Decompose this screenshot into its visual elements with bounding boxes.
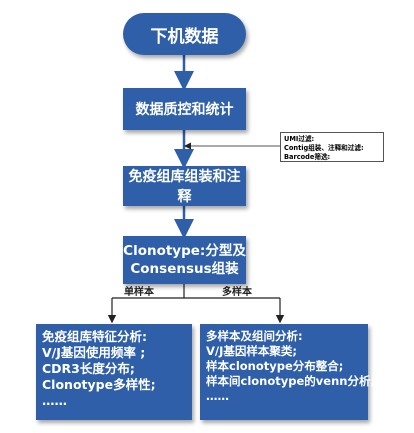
node-raw-data: 下机数据: [123, 13, 246, 55]
node-clonotype: Clonotype:分型及 Consensus组装: [123, 236, 246, 284]
node-assembly-annotation: 免疫组库组装和注释: [123, 166, 246, 206]
multi-box-line: 样本间clonotype的venn分析;: [206, 374, 376, 388]
node-qc-stats-label: 数据质控和统计: [135, 102, 234, 118]
note-line: Barcode筛选:: [284, 153, 331, 161]
multi-box-line: ……: [206, 389, 229, 403]
single-box-line: 免疫组库特征分析:: [42, 329, 147, 344]
multi-sample-analysis-box: 多样本及组间分析: V/J基因样本聚类; 样本clonotype分布整合; 样本…: [200, 324, 376, 420]
node-clonotype-line1: Clonotype:分型及: [123, 243, 246, 259]
single-box-line: V/J基因使用频率 ;: [42, 345, 146, 360]
node-assembly-label: 免疫组库组装和注释: [128, 169, 241, 205]
note-line: UMI过滤:: [284, 135, 315, 143]
note-line: Contig组装、注释和过滤:: [284, 144, 364, 152]
multi-box-line: V/J基因样本聚类;: [206, 344, 297, 358]
node-qc-stats: 数据质控和统计: [123, 88, 246, 130]
node-raw-data-label: 下机数据: [150, 26, 219, 47]
branch-label-multi: 多样本: [222, 287, 252, 298]
single-sample-analysis-box: 免疫组库特征分析: V/J基因使用频率 ; CDR3长度分布; Clonotyp…: [36, 324, 192, 420]
node-clonotype-line2: Consensus组装: [130, 261, 239, 277]
multi-box-line: 样本clonotype分布整合;: [206, 359, 344, 373]
single-box-line: Clonotype多样性;: [42, 377, 156, 392]
branch-label-single: 单样本: [124, 287, 154, 298]
multi-box-line: 多样本及组间分析:: [206, 329, 303, 343]
single-box-line: ……: [42, 393, 67, 408]
filter-note: UMI过滤: Contig组装、注释和过滤: Barcode筛选:: [280, 132, 384, 162]
single-box-line: CDR3长度分布;: [42, 361, 135, 376]
